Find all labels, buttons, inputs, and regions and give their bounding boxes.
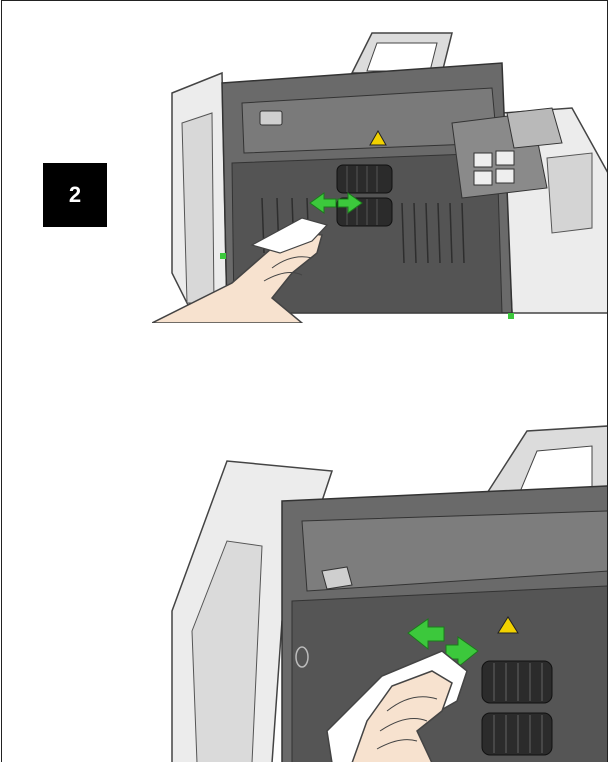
scanner-illustration-closeup — [152, 421, 607, 762]
step-number: 2 — [68, 182, 82, 207]
scanner-illustration-top — [152, 13, 607, 323]
step-number-badge: 2 — [43, 163, 107, 227]
